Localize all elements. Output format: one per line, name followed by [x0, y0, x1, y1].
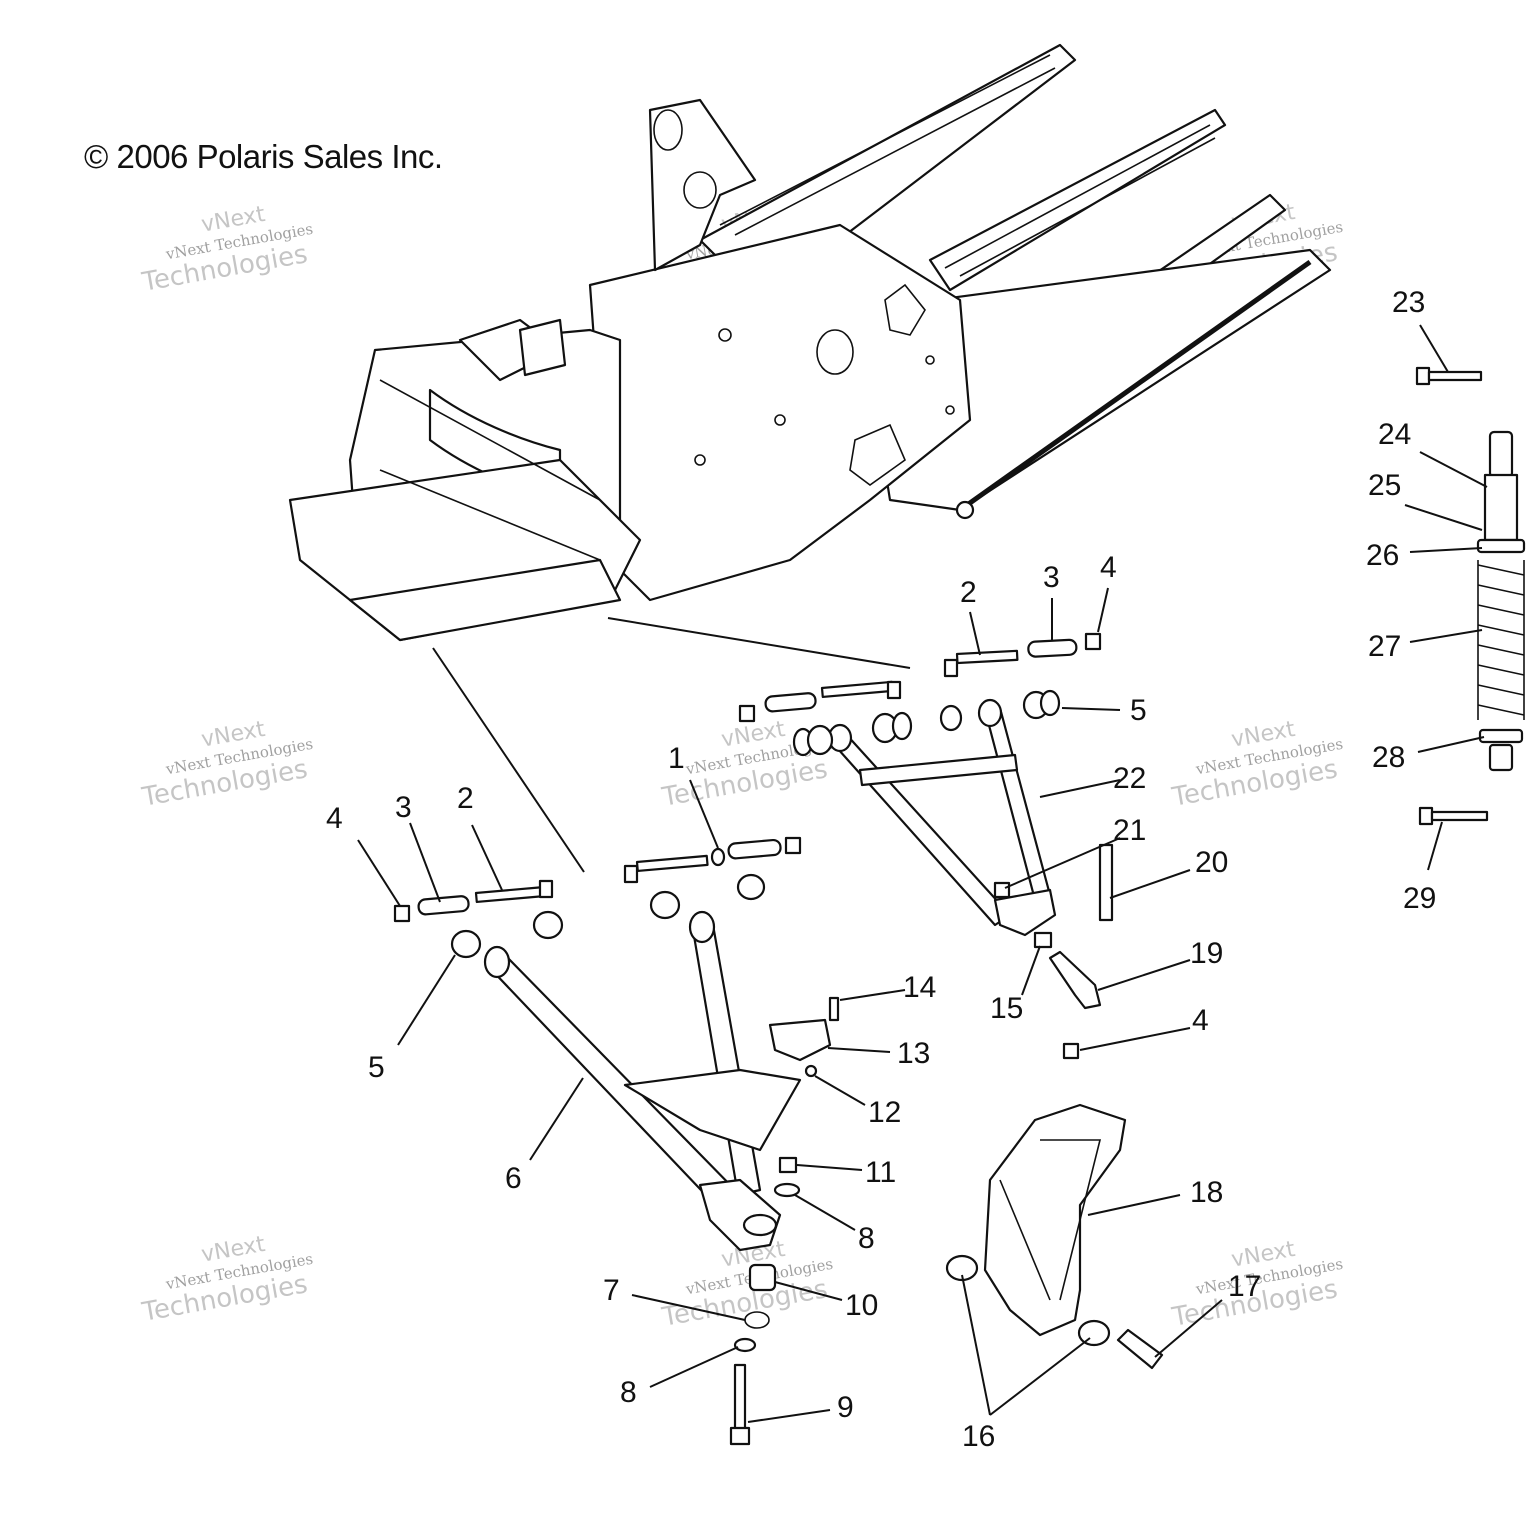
callout-5b: 5 — [368, 1051, 385, 1084]
callout-19: 19 — [1190, 937, 1223, 970]
callout-27: 27 — [1368, 630, 1401, 663]
callout-12: 12 — [868, 1096, 901, 1129]
callout-8: 8 — [858, 1222, 875, 1255]
callout-7: 7 — [603, 1274, 620, 1307]
callout-11: 11 — [865, 1156, 896, 1189]
lower-a-arm — [483, 910, 802, 1252]
upper-a-arm — [827, 698, 1057, 937]
callout-labels: 1 2 3 4 5 22 21 20 19 15 4 14 13 12 11 8… — [326, 286, 1436, 1453]
callout-5: 5 — [1130, 694, 1147, 727]
callout-17: 17 — [1228, 1270, 1261, 1303]
callout-10: 10 — [845, 1289, 878, 1322]
chassis-frame — [288, 43, 1332, 642]
callout-25: 25 — [1368, 469, 1401, 502]
callout-4c: 4 — [326, 802, 343, 835]
callout-28: 28 — [1372, 741, 1405, 774]
callout-18: 18 — [1190, 1176, 1223, 1209]
callout-2: 2 — [960, 576, 977, 609]
hardware-parts — [393, 366, 1489, 1446]
callout-1: 1 — [668, 742, 685, 775]
callout-6: 6 — [505, 1162, 522, 1195]
callout-2b: 2 — [457, 782, 474, 815]
callout-16: 16 — [962, 1420, 995, 1453]
callout-9: 9 — [837, 1391, 854, 1424]
callout-20: 20 — [1195, 846, 1228, 879]
callout-4b: 4 — [1192, 1004, 1209, 1037]
callout-3b: 3 — [395, 791, 412, 824]
callout-26: 26 — [1366, 539, 1399, 572]
callout-14: 14 — [903, 971, 936, 1004]
callout-13: 13 — [897, 1037, 930, 1070]
callout-21: 21 — [1113, 814, 1146, 847]
spindle — [983, 1103, 1127, 1337]
shock-absorber — [1476, 430, 1526, 772]
callout-24: 24 — [1378, 418, 1411, 451]
callout-8b: 8 — [620, 1376, 637, 1409]
callout-4: 4 — [1100, 551, 1117, 584]
assembly-lines — [432, 617, 911, 873]
leader-lines — [357, 324, 1488, 1423]
callout-3: 3 — [1043, 561, 1060, 594]
callout-23: 23 — [1392, 286, 1425, 319]
callout-29: 29 — [1403, 882, 1436, 915]
copyright-notice: © 2006 Polaris Sales Inc. — [84, 138, 443, 175]
callout-15: 15 — [990, 992, 1023, 1025]
callout-22: 22 — [1113, 762, 1146, 795]
